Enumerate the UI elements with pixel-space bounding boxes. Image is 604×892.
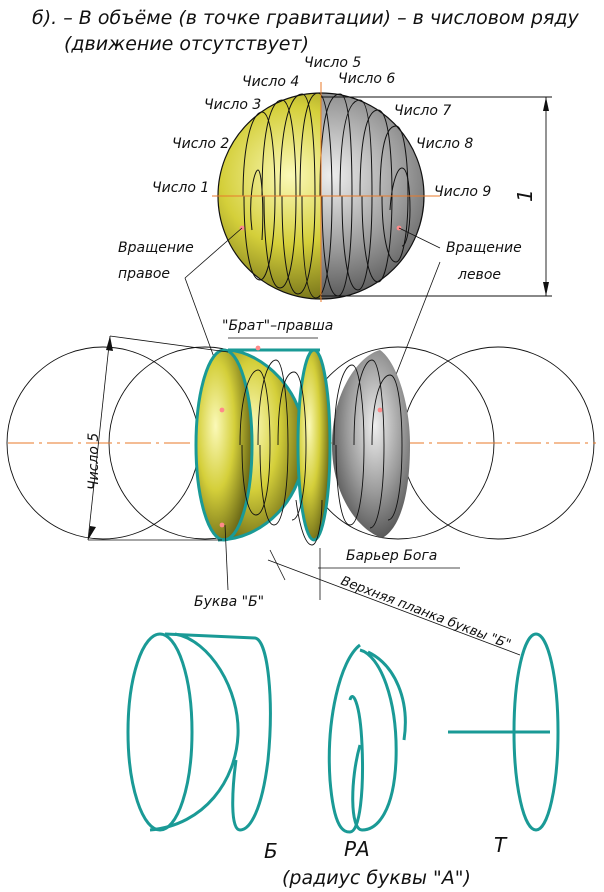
label-brat: "Брат"–правша bbox=[222, 318, 333, 334]
label-radius: (радиус буквы "А") bbox=[282, 867, 471, 889]
letter-t-shape bbox=[448, 632, 560, 832]
top-sphere bbox=[184, 82, 552, 391]
label-t: Т bbox=[494, 833, 508, 857]
label-chislo-4: Число 4 bbox=[242, 74, 299, 90]
dimension-label: 1 bbox=[513, 189, 537, 202]
label-chislo-8: Число 8 bbox=[416, 136, 473, 152]
label-chislo-5: Число 5 bbox=[304, 55, 361, 71]
letter-ra-shape bbox=[327, 643, 407, 834]
label-rotation-right-2: правое bbox=[118, 266, 170, 282]
label-rotation-left-2: левое bbox=[457, 267, 501, 283]
label-upper-bar: Верхняя планка буквы "Б" bbox=[339, 574, 513, 653]
label-chislo-1: Число 1 bbox=[152, 180, 209, 196]
label-chislo-7: Число 7 bbox=[394, 103, 451, 119]
title-line-1: б). – В объёме (в точке гравитации) – в … bbox=[32, 7, 580, 29]
middle-shapes bbox=[194, 345, 410, 546]
letter-b-shape bbox=[126, 632, 272, 832]
label-letter-b: Буква "Б" bbox=[194, 594, 264, 610]
label-rotation-left-1: Вращение bbox=[446, 240, 522, 256]
label-ra: РА bbox=[344, 837, 370, 861]
label-chislo-5-mid: Число 5 bbox=[86, 433, 102, 490]
label-chislo-3: Число 3 bbox=[204, 97, 261, 113]
label-chislo-6: Число 6 bbox=[338, 71, 395, 87]
label-b: Б bbox=[264, 839, 278, 863]
label-chislo-9: Число 9 bbox=[434, 184, 491, 200]
title-line-2: (движение отсутствует) bbox=[64, 33, 309, 55]
middle-dimensions bbox=[87, 335, 521, 656]
label-barrier: Барьер Бога bbox=[346, 548, 437, 564]
label-rotation-right-1: Вращение bbox=[118, 240, 194, 256]
label-chislo-2: Число 2 bbox=[172, 136, 229, 152]
